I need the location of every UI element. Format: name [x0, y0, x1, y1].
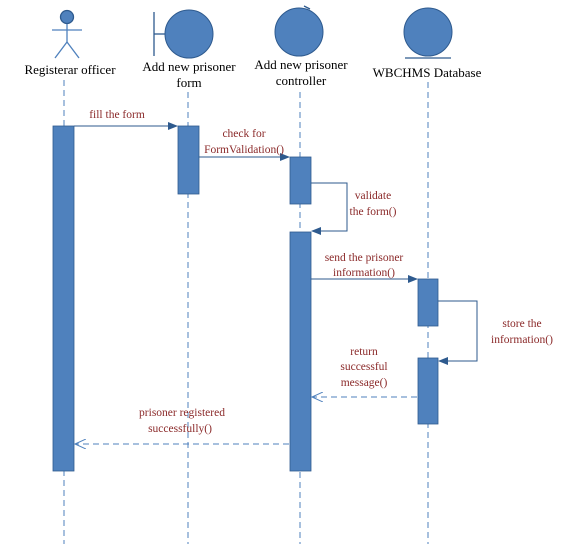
- participant-label-form-line2: form: [176, 75, 201, 90]
- entity-icon: [403, 7, 453, 59]
- message-label-send-prisoner-information-line2: information(): [333, 267, 395, 279]
- activation-database-2: [417, 357, 439, 425]
- message-arrow-validate-the-form: [311, 182, 348, 235]
- message-label-return-successful-message-line2: successful: [340, 361, 387, 373]
- message-label-send-prisoner-information-line1: send the prisoner: [325, 252, 404, 264]
- message-label-prisoner-registered-successfully-line1: prisoner registered: [139, 407, 225, 419]
- message-label-fill-the-form: fill the form: [89, 109, 145, 121]
- actor-icon: [52, 9, 82, 59]
- activation-form: [177, 125, 200, 195]
- participant-label-database: WBCHMS Database: [373, 65, 482, 80]
- message-label-return-successful-message-line1: return: [350, 346, 378, 358]
- message-label-validate-the-form-line2: the form(): [350, 206, 397, 218]
- participant-label-controller-line2: controller: [276, 73, 327, 88]
- participant-label-form-line1: Add new prisoner: [142, 59, 236, 74]
- message-label-store-the-information-line2: information(): [491, 334, 553, 346]
- message-label-return-successful-message-line3: message(): [341, 377, 388, 389]
- activation-controller-1: [289, 156, 312, 205]
- activation-officer: [52, 125, 75, 472]
- message-label-prisoner-registered-successfully-line2: successfully(): [148, 423, 212, 435]
- message-arrow-store-the-information: [438, 300, 478, 365]
- message-label-check-form-validation-line2: FormValidation(): [204, 144, 284, 156]
- control-icon: [274, 5, 324, 57]
- activation-database-1: [417, 278, 439, 327]
- participant-label-controller-line1: Add new prisoner: [254, 57, 348, 72]
- participant-label-officer: Registerar officer: [24, 62, 116, 77]
- boundary-icon: [153, 9, 214, 59]
- message-label-store-the-information-line1: store the: [502, 318, 541, 330]
- message-label-check-form-validation-line1: check for: [222, 128, 265, 140]
- message-label-validate-the-form-line1: validate: [355, 190, 391, 202]
- activation-controller-2: [289, 231, 312, 472]
